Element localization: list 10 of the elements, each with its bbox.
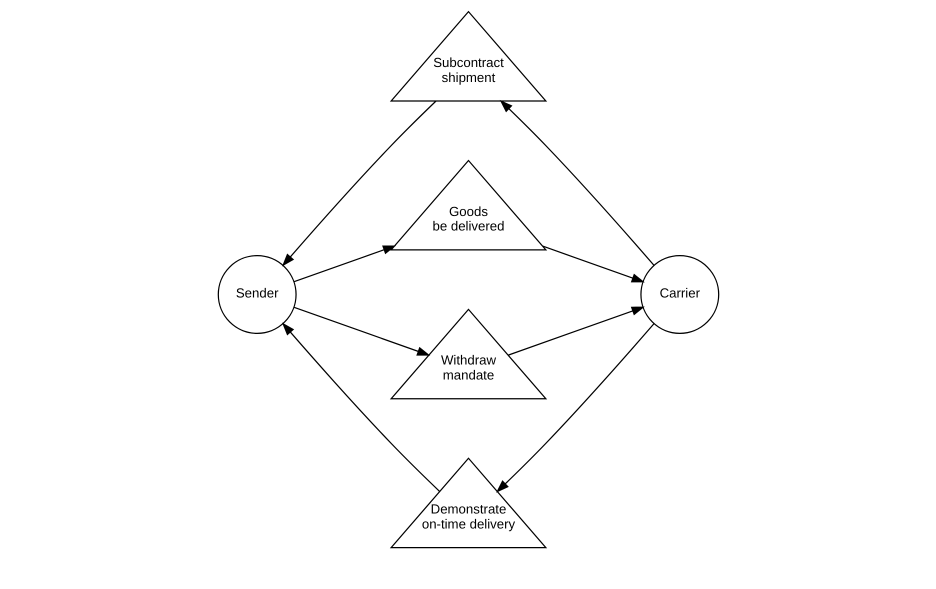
arrow bbox=[499, 100, 654, 266]
arrow bbox=[281, 322, 440, 492]
arrow bbox=[496, 323, 654, 493]
node-circle: Sender bbox=[217, 255, 296, 334]
arrow bbox=[281, 100, 436, 267]
arrow bbox=[293, 245, 396, 282]
arrow bbox=[508, 306, 644, 356]
node-circle: Carrier bbox=[640, 255, 719, 334]
arrow bbox=[293, 306, 430, 356]
arrow bbox=[542, 246, 644, 282]
